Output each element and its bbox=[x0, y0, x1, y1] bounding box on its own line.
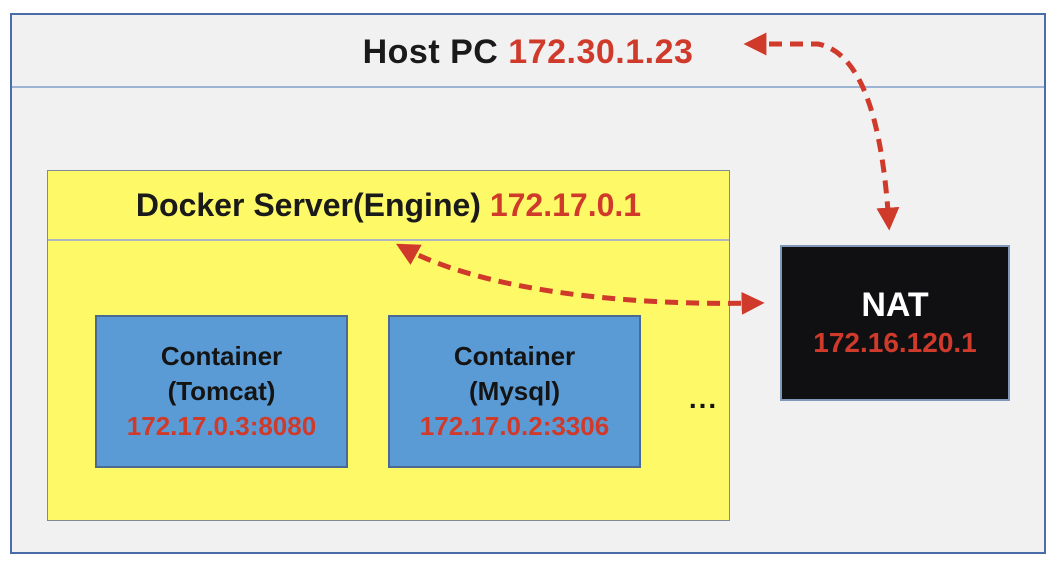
host-pc-title: Host PC 172.30.1.23 bbox=[12, 33, 1044, 72]
docker-title-divider bbox=[48, 239, 729, 241]
docker-server-ip: 172.17.0.1 bbox=[489, 187, 642, 223]
host-pc-ip: 172.30.1.23 bbox=[508, 33, 694, 71]
container-mysql-sub: (Mysql) bbox=[469, 376, 560, 406]
host-pc-label: Host PC bbox=[362, 33, 499, 71]
container-mysql-name: Container bbox=[453, 341, 576, 371]
nat-ip: 172.16.120.1 bbox=[813, 327, 977, 358]
docker-server-title: Docker Server(Engine) 172.17.0.1 bbox=[48, 187, 729, 224]
host-title-divider bbox=[12, 86, 1044, 88]
more-containers-ellipsis: ... bbox=[688, 383, 719, 414]
nat-label: NAT bbox=[861, 286, 929, 324]
docker-server-box: Docker Server(Engine) 172.17.0.1 Contain… bbox=[47, 170, 730, 521]
container-mysql-address: 172.17.0.2:3306 bbox=[419, 411, 610, 441]
container-tomcat-box: Container (Tomcat) 172.17.0.3:8080 bbox=[95, 315, 348, 468]
docker-server-label: Docker Server(Engine) bbox=[135, 187, 481, 223]
container-tomcat-name: Container bbox=[160, 341, 283, 371]
container-tomcat-sub: (Tomcat) bbox=[167, 376, 276, 406]
container-tomcat-address: 172.17.0.3:8080 bbox=[126, 411, 317, 441]
host-pc-box: Host PC 172.30.1.23 Docker Server(Engine… bbox=[10, 13, 1046, 554]
nat-box: NAT 172.16.120.1 bbox=[780, 245, 1010, 401]
container-mysql-box: Container (Mysql) 172.17.0.2:3306 bbox=[388, 315, 641, 468]
